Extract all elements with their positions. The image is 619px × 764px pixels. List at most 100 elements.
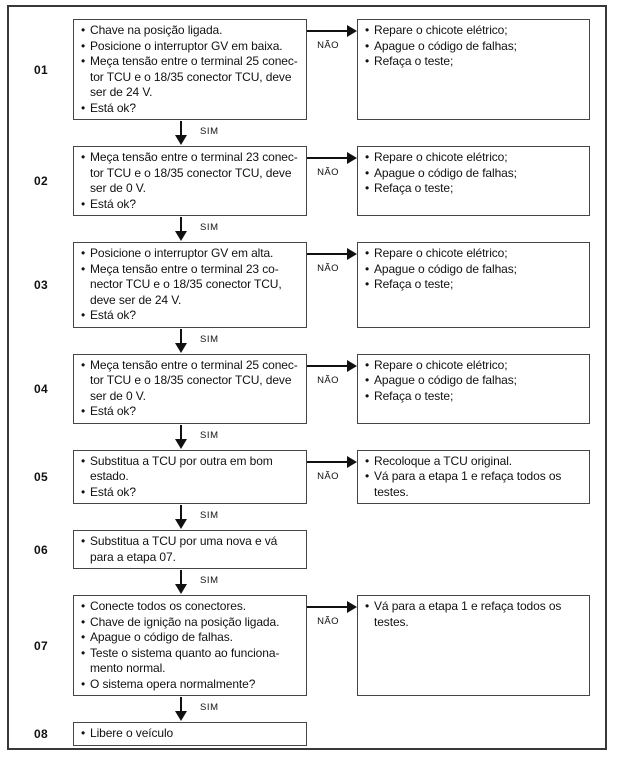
right-spacer xyxy=(357,530,590,569)
bullet-item: Está ok? xyxy=(80,404,304,420)
sim-connector-05: SIM xyxy=(9,504,605,530)
remedy-box-04: Repare o chicote elétrico;Apague o códig… xyxy=(357,353,590,424)
sim-connector-04: SIM xyxy=(9,424,605,450)
bullet-item: Libere o veículo xyxy=(80,726,304,742)
flowchart-frame: 01Chave na posição ligada.Posicione o in… xyxy=(7,5,607,750)
step-box-07: Conecte todos os conectores.Chave de ign… xyxy=(73,595,307,696)
sim-connector-02: SIM xyxy=(9,216,605,242)
sim-arrow-icon xyxy=(174,121,188,145)
step-box-06: Substitua a TCU por uma nova e vá para a… xyxy=(73,530,307,569)
sim-arrow-icon xyxy=(174,570,188,594)
sim-label: SIM xyxy=(200,333,219,345)
bullet-item: Vá para a etapa 1 e refaça todos os test… xyxy=(364,469,587,500)
sim-label: SIM xyxy=(200,510,219,521)
bullet-item: Apague o código de falhas; xyxy=(364,262,587,278)
flow-row-03: 03 Posicione o interruptor GV em alta.Meç… xyxy=(9,242,605,328)
connector-spacer xyxy=(307,722,357,746)
nao-label: NÃO xyxy=(317,167,339,178)
step-number-05: 05 xyxy=(34,469,48,484)
nao-connector: NÃO xyxy=(307,242,357,328)
step-box-05: Substitua a TCU por outra em bom estado.… xyxy=(73,449,307,504)
sim-label: SIM xyxy=(200,429,219,441)
bullet-item: Refaça o teste; xyxy=(364,277,587,293)
nao-arrow-icon xyxy=(307,248,357,261)
nao-arrow-icon xyxy=(307,359,357,373)
sim-connector-07: SIM xyxy=(9,696,605,722)
sim-label: SIM xyxy=(200,702,219,713)
remedy-box-03: Repare o chicote elétrico;Apague o códig… xyxy=(357,242,590,328)
sim-connector-06: SIM xyxy=(9,569,605,595)
bullet-item: Apague o código de falhas; xyxy=(364,39,587,55)
sim-label: SIM xyxy=(200,126,219,137)
sim-connector-03: SIM xyxy=(9,328,605,354)
remedy-box-07: Vá para a etapa 1 e refaça todos os test… xyxy=(357,595,590,696)
step-number-01: 01 xyxy=(34,62,48,77)
nao-arrow-icon xyxy=(307,455,357,469)
remedy-box-05: Recoloque a TCU original.Vá para a etapa… xyxy=(357,449,590,504)
bullet-item: Apague o código de falhas; xyxy=(364,373,587,389)
sim-label: SIM xyxy=(200,222,219,233)
remedy-box-01: Repare o chicote elétrico;Apague o códig… xyxy=(357,19,590,120)
bullet-item: Refaça o teste; xyxy=(364,54,587,70)
step-box-03: Posicione o interruptor GV em alta.Meça … xyxy=(73,242,307,328)
step-box-08: Libere o veículo xyxy=(73,722,307,746)
nao-arrow-icon xyxy=(307,152,357,165)
bullet-item: Apague o código de falhas; xyxy=(364,166,587,182)
right-spacer xyxy=(357,722,590,746)
step-number-06: 06 xyxy=(34,542,48,557)
bullet-item: Chave de ignição na posição ligada. xyxy=(80,615,304,631)
step-number-04: 04 xyxy=(34,381,48,396)
nao-label: NÃO xyxy=(317,470,339,482)
sim-arrow-icon xyxy=(174,328,188,353)
sim-arrow-icon xyxy=(174,424,188,449)
bullet-item: Repare o chicote elétrico; xyxy=(364,246,587,262)
nao-label: NÃO xyxy=(317,616,339,627)
step-number-03: 03 xyxy=(34,277,48,292)
flow-row-06: 06 Substitua a TCU por uma nova e vá para… xyxy=(9,530,605,569)
nao-arrow-icon xyxy=(307,25,357,38)
sim-arrow-icon xyxy=(174,697,188,721)
step-box-02: Meça tensão entre o terminal 23 conec- t… xyxy=(73,146,307,216)
nao-connector: NÃO xyxy=(307,19,357,120)
bullet-item: Substitua a TCU por outra em bom estado. xyxy=(80,454,304,485)
bullet-item: Repare o chicote elétrico; xyxy=(364,150,587,166)
bullet-item: Recoloque a TCU original. xyxy=(364,454,587,470)
nao-connector: NÃO xyxy=(307,450,357,505)
step-number-07: 07 xyxy=(34,638,48,653)
bullet-item: Repare o chicote elétrico; xyxy=(364,358,587,374)
step-box-01: Chave na posição ligada.Posicione o inte… xyxy=(73,19,307,120)
step-number-02: 02 xyxy=(34,174,48,188)
nao-connector: NÃO xyxy=(307,595,357,696)
flow-row-04: 04 Meça tensão entre o terminal 25 conec-… xyxy=(9,353,605,424)
bullet-item: Refaça o teste; xyxy=(364,389,587,405)
flow-row-01: 01 Chave na posição ligada.Posicione o in… xyxy=(9,19,605,120)
bullet-item: Vá para a etapa 1 e refaça todos os test… xyxy=(364,599,587,630)
step-box-04: Meça tensão entre o terminal 25 conec- t… xyxy=(73,353,307,424)
nao-label: NÃO xyxy=(317,374,339,386)
sim-label: SIM xyxy=(200,575,219,586)
bullet-item: Meça tensão entre o terminal 23 co- nect… xyxy=(80,262,304,309)
nao-connector: NÃO xyxy=(307,354,357,424)
bullet-item: Está ok? xyxy=(80,308,304,324)
bullet-item: Meça tensão entre o terminal 25 conec- t… xyxy=(80,358,304,405)
remedy-box-02: Repare o chicote elétrico;Apague o códig… xyxy=(357,146,590,216)
sim-connector-01: SIM xyxy=(9,120,605,146)
bullet-item: O sistema opera normalmente? xyxy=(80,677,304,693)
step-number-08: 08 xyxy=(34,726,48,741)
flow-row-07: 07 Conecte todos os conectores.Chave de i… xyxy=(9,595,605,696)
nao-label: NÃO xyxy=(317,40,339,51)
connector-spacer xyxy=(307,530,357,569)
bullet-item: Teste o sistema quanto ao funciona- ment… xyxy=(80,646,304,677)
bullet-item: Repare o chicote elétrico; xyxy=(364,23,587,39)
bullet-item: Chave na posição ligada. xyxy=(80,23,304,39)
bullet-item: Conecte todos os conectores. xyxy=(80,599,304,615)
flow-row-08: 08 Libere o veículo xyxy=(9,722,605,746)
bullet-item: Substitua a TCU por uma nova e vá para a… xyxy=(80,534,304,565)
bullet-item: Meça tensão entre o terminal 25 conec- t… xyxy=(80,54,304,101)
bullet-item: Está ok? xyxy=(80,197,304,213)
flow-row-05: 05 Substitua a TCU por outra em bom estad… xyxy=(9,449,605,505)
bullet-item: Posicione o interruptor GV em baixa. xyxy=(80,39,304,55)
bullet-item: Apague o código de falhas. xyxy=(80,630,304,646)
bullet-item: Meça tensão entre o terminal 23 conec- t… xyxy=(80,150,304,197)
